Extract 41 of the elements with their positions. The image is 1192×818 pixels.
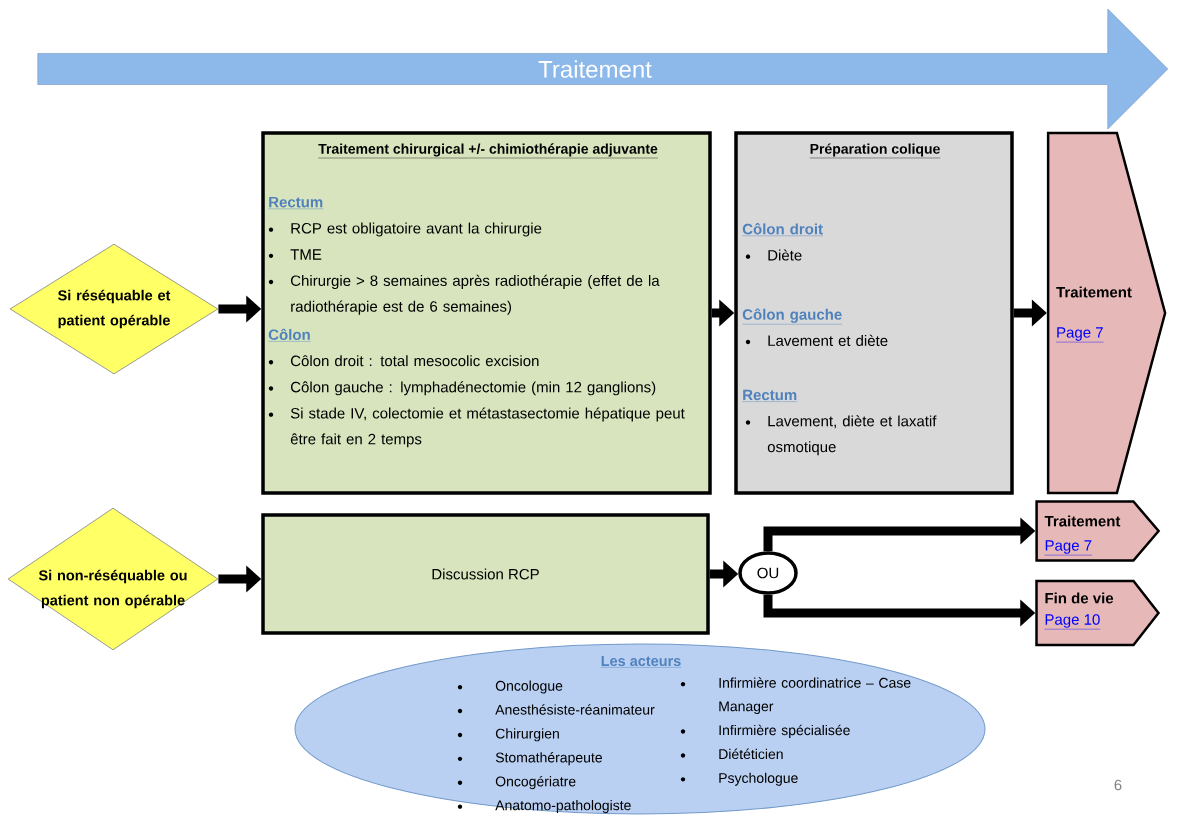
- subheading: Rectum: [268, 196, 324, 209]
- subheading: Côlon: [268, 328, 311, 342]
- section-heading: Préparation colique: [809, 143, 941, 159]
- pointer-box: [1035, 579, 1161, 647]
- bullet-item: Infirmière spécialisée: [680, 724, 850, 738]
- bullet-item: Anesthésiste-réanimateur: [457, 704, 655, 715]
- bullet-item: Oncogériatre: [457, 775, 576, 790]
- bullet-item: Psychologue: [680, 772, 798, 786]
- bullet-item: Côlon gauche : lymphadénectomie (min 12 ganglions): [268, 381, 656, 396]
- box-label: Traitement: [1056, 286, 1132, 298]
- pointer-box: [1035, 500, 1161, 562]
- subheading: Côlon droit: [742, 223, 824, 236]
- bullet-item: Infirmière coordinatrice – Case Manager: [680, 677, 911, 715]
- process-box: [734, 131, 1014, 495]
- page-number: 6: [1114, 779, 1122, 791]
- bullet-item: Côlon droit : total mesocolic excision: [268, 355, 539, 367]
- page-link: Page 10: [1044, 614, 1101, 630]
- bullet-item: Chirurgie > 8 semaines après radiothérapie (effet de la radiothérapie est de 6 semaines): [268, 274, 660, 315]
- process-box: [261, 131, 712, 495]
- section-heading: Traitement chirurgical +/- chimiothérapie adjuvante: [318, 143, 658, 159]
- process-box: Discussion RCP: [261, 513, 710, 635]
- actors-ellipse: [294, 643, 986, 815]
- box-label: Traitement: [1044, 515, 1121, 527]
- pointer-box: [1046, 131, 1167, 495]
- bullet-item: Oncologue: [457, 680, 563, 694]
- section-heading: Les acteurs: [600, 655, 682, 668]
- bullet-item: Lavement, diète et laxatif osmotique: [745, 415, 937, 456]
- bullet-item: Lavement et diète: [745, 334, 888, 346]
- bullet-item: Stomathérapeute: [457, 752, 602, 766]
- bullet-item: Diète: [745, 249, 802, 261]
- bullet-item: RCP est obligatoire avant la chirurgie: [268, 222, 542, 237]
- bullet-item: Si stade IV, colectomie et métastasectomie hépatique peut être fait en 2 temps: [268, 407, 685, 448]
- bullet-item: Chirurgien: [457, 728, 559, 742]
- bullet-item: Diététicien: [680, 748, 783, 760]
- box-label: Fin de vie: [1045, 592, 1114, 604]
- bullet-item: Anatomo-pathologiste: [457, 800, 631, 814]
- page-link: Page 7: [1044, 540, 1093, 556]
- page-link: Page 7: [1055, 327, 1104, 343]
- subheading: Rectum: [742, 389, 798, 402]
- subheading: Côlon gauche: [742, 308, 843, 325]
- bullet-item: TME: [268, 249, 322, 260]
